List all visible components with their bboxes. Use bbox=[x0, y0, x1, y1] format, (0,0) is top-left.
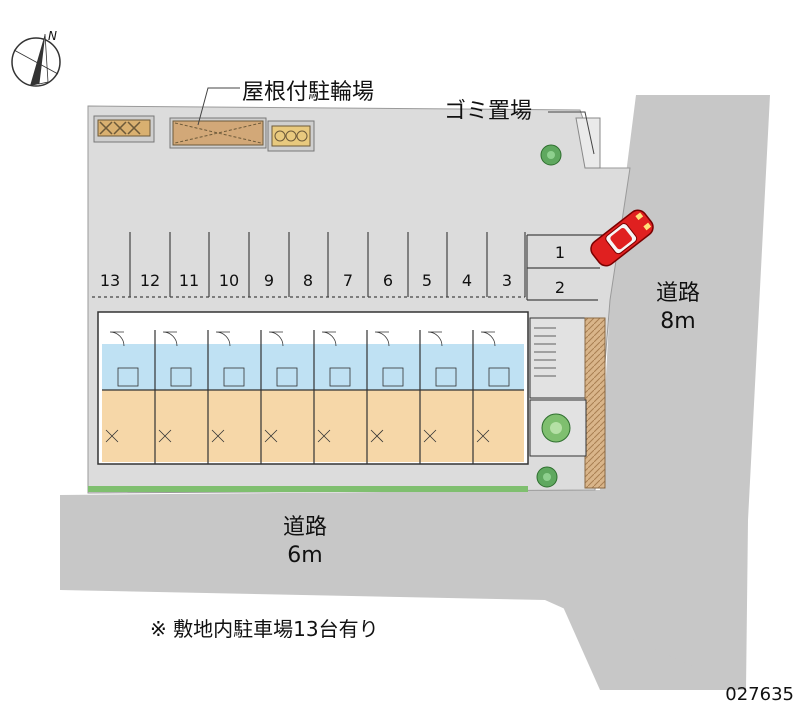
apartment-building bbox=[97, 311, 529, 465]
slot-number: 12 bbox=[140, 271, 160, 290]
parking-slot-lines-top bbox=[92, 232, 526, 298]
slot-number: 1 bbox=[555, 243, 565, 262]
slot-number: 9 bbox=[264, 271, 274, 290]
road-east-name: 道路 bbox=[656, 281, 700, 306]
slot-number: 5 bbox=[422, 271, 432, 290]
bicycle-parking-label: 屋根付駐輪場 bbox=[242, 80, 374, 105]
bicycle-parking-structures bbox=[93, 115, 315, 152]
parking-note: ※ 敷地内駐車場13台有り bbox=[150, 617, 379, 641]
garbage-leader-line bbox=[548, 111, 595, 155]
slot-number: 7 bbox=[343, 271, 353, 290]
garbage-area-label: ゴミ置場 bbox=[444, 99, 532, 124]
road-south bbox=[60, 490, 746, 690]
road-east-width: 8m bbox=[660, 309, 695, 334]
greenery bbox=[88, 144, 562, 492]
parking-slot-lines-right bbox=[526, 234, 605, 301]
slot-number: 11 bbox=[179, 271, 199, 290]
stairs bbox=[529, 317, 606, 489]
road-south-width: 6m bbox=[287, 543, 322, 568]
slot-number: 10 bbox=[219, 271, 239, 290]
road-south-name: 道路 bbox=[283, 515, 327, 540]
garden-area bbox=[529, 399, 587, 457]
slot-number: 8 bbox=[303, 271, 313, 290]
car-icon bbox=[590, 209, 654, 267]
compass-icon bbox=[11, 33, 61, 87]
compass-north-label: N bbox=[48, 29, 57, 43]
garbage-area-box bbox=[575, 117, 601, 169]
slot-number: 3 bbox=[502, 271, 512, 290]
slot-number: 4 bbox=[462, 271, 472, 290]
property-code: 027635 bbox=[725, 684, 794, 705]
slot-number: 2 bbox=[555, 278, 565, 297]
bicycle-leader-line bbox=[197, 87, 240, 126]
slot-number: 13 bbox=[100, 271, 120, 290]
slot-number: 6 bbox=[383, 271, 393, 290]
